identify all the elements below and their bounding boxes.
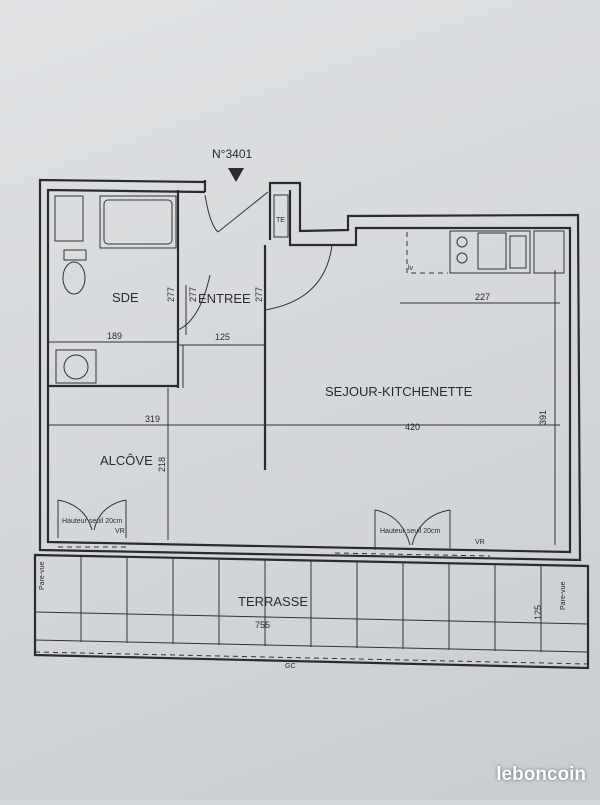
kitchenette: lv xyxy=(407,231,564,273)
dim-alcove-height: 218 xyxy=(157,457,167,472)
dim-sejour-width: 420 xyxy=(405,422,420,432)
outer-walls xyxy=(40,180,580,560)
vr-left-label: VR xyxy=(115,528,125,535)
dim-entree-height: 277 xyxy=(254,287,264,302)
vr-right-label: VR xyxy=(475,539,485,546)
watermark-logo: leboncoin xyxy=(496,764,586,786)
dim-kitchen-width: 227 xyxy=(475,292,490,302)
room-sejour: SEJOUR-KITCHENETTE xyxy=(325,384,473,399)
terrace xyxy=(35,555,588,668)
te-label: TE xyxy=(276,217,285,224)
room-entree: ENTREE xyxy=(198,291,251,306)
dim-alcove-width: 319 xyxy=(145,414,160,424)
bathtub xyxy=(100,196,176,248)
te-cabinet xyxy=(274,195,288,237)
interior-walls xyxy=(48,190,265,540)
room-sde: SDE xyxy=(112,290,139,305)
entry-door xyxy=(218,192,268,232)
room-alcove: ALCÔVE xyxy=(100,453,153,468)
dim-terrasse-width: 755 xyxy=(255,620,270,630)
room-terrasse: TERRASSE xyxy=(238,594,308,609)
pare-vue-right-label: Pare-vue xyxy=(560,581,567,610)
dim-sejour-height: 391 xyxy=(538,410,548,425)
sink xyxy=(55,196,83,241)
dim-terrasse-depth: 125 xyxy=(533,605,543,620)
sejour-door xyxy=(265,245,332,310)
dim-sde-width: 189 xyxy=(107,331,122,341)
pare-vue-left-label: Pare-vue xyxy=(39,561,46,590)
lv-label: lv xyxy=(408,265,414,272)
threshold-left-label: Hauteur seuil 20cm xyxy=(62,518,122,525)
threshold-right-label: Hauteur seuil 20cm xyxy=(380,528,440,535)
unit-number: N°3401 xyxy=(212,147,252,161)
toilet xyxy=(63,262,85,294)
gc-label: GC xyxy=(285,663,296,670)
dim-entree-height-2: 277 xyxy=(188,287,198,302)
dim-sde-height: 277 xyxy=(166,287,176,302)
entrance-arrow-icon xyxy=(228,168,244,182)
dim-entree-width: 125 xyxy=(215,332,230,342)
